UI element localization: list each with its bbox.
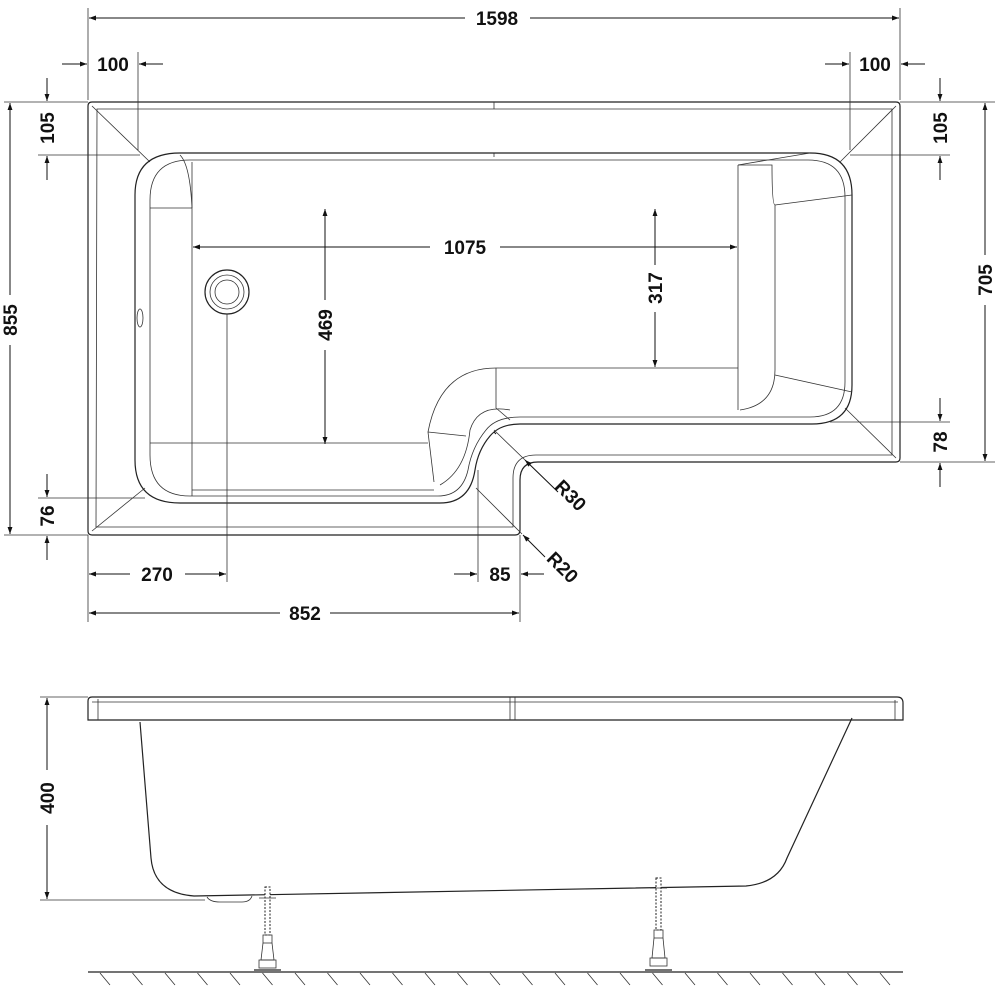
floor-hatch-line (619, 972, 631, 986)
floor-hatch-line (262, 972, 273, 986)
dim-rim-bottom-left: 76 (38, 505, 59, 526)
adjustable-leg-left (254, 886, 281, 971)
floor-hatch-line (814, 972, 826, 986)
dim-basin-width-left: 469 (316, 309, 337, 341)
floor-hatch-line (587, 972, 598, 986)
dim-basin-width-right: 317 (646, 272, 667, 304)
floor-hatch-line (392, 972, 403, 986)
floor-hatch-line (197, 972, 208, 986)
dim-overall-width-left: 855 (1, 304, 22, 336)
floor-hatch-line (684, 972, 696, 986)
basin-floor-outline (149, 159, 846, 497)
floor-hatch-line (847, 972, 858, 986)
floor-hatch-line (99, 972, 111, 986)
dim-rim-bottom-right: 78 (931, 431, 952, 452)
plan-view: 1598 100 100 105 855 76 (1, 8, 997, 625)
bath-outer-outline (87, 101, 901, 536)
dim-bath-height: 400 (38, 782, 59, 814)
dim-step-rim: 85 (489, 565, 511, 586)
waste-outlet (206, 895, 253, 903)
floor-hatch-line (327, 972, 338, 986)
overflow-icon (136, 308, 144, 328)
floor-hatch-line (359, 972, 371, 986)
floor-hatching (88, 971, 903, 986)
dim-rim-right: 100 (859, 55, 891, 76)
side-view: 400 (38, 696, 904, 986)
dim-rim-left: 100 (97, 55, 129, 76)
floor-hatch-line (489, 972, 501, 986)
floor-hatch-line (652, 972, 663, 986)
dim-outer-radius: R20 (542, 548, 581, 587)
floor-hatch-line (749, 972, 761, 986)
dim-step-position: 852 (289, 604, 321, 625)
dim-overall-width-right: 705 (976, 264, 997, 296)
rim-profile (87, 696, 904, 721)
floor-hatch-line (424, 972, 436, 986)
dim-basin-length: 1075 (444, 238, 487, 259)
dim-rim-top-right: 105 (931, 112, 952, 144)
waste-drain-icon (204, 269, 250, 315)
bath-body-profile (139, 717, 853, 897)
floor-hatch-line (294, 972, 306, 986)
basin-outline (134, 152, 853, 504)
floor-hatch-line (879, 972, 891, 986)
adjustable-leg-right (645, 877, 672, 971)
floor-hatch-line (229, 972, 241, 986)
floor-hatch-line (457, 972, 468, 986)
floor-hatch-line (522, 972, 533, 986)
dim-overall-length: 1598 (476, 9, 518, 30)
floor-hatch-line (717, 972, 728, 986)
dim-rim-top-left: 105 (38, 112, 59, 144)
dim-inner-radius: R30 (550, 476, 589, 515)
floor-hatch-line (132, 972, 143, 986)
floor-hatch-line (554, 972, 566, 986)
floor-hatch-line (782, 972, 793, 986)
floor-hatch-line (164, 972, 176, 986)
dim-waste-offset: 270 (141, 565, 173, 586)
bath-rim-inner-line (95, 108, 893, 528)
